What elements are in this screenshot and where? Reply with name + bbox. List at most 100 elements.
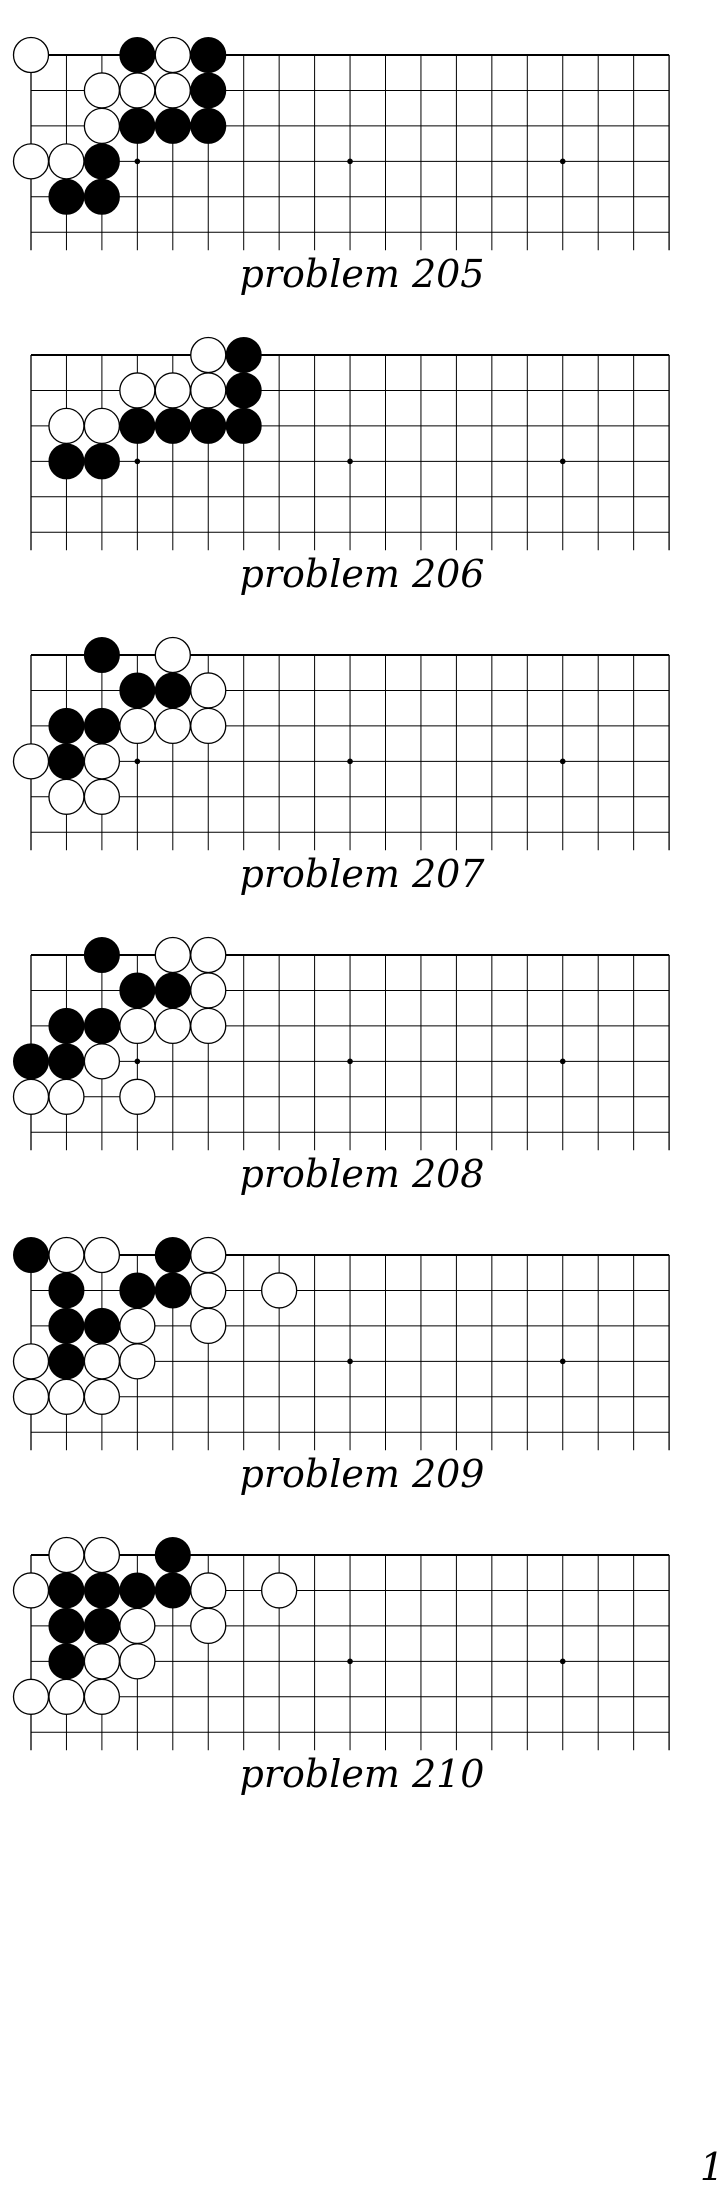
white-stone xyxy=(48,1378,85,1415)
white-stone xyxy=(119,707,156,745)
black-stone xyxy=(83,707,120,744)
white-stone xyxy=(83,1043,121,1080)
problem-block: problem 207 xyxy=(0,630,724,910)
white-stone xyxy=(83,407,121,445)
black-stone xyxy=(154,1572,191,1609)
white-stone xyxy=(260,1572,298,1609)
white-stone xyxy=(12,1572,50,1609)
black-stone xyxy=(190,72,227,109)
black-stone xyxy=(225,407,262,444)
white-stone xyxy=(83,1536,121,1574)
problem-block: problem 208 xyxy=(0,930,724,1210)
white-stone xyxy=(12,743,50,780)
problem-caption: problem 210 xyxy=(239,1752,485,1796)
black-stone xyxy=(48,1572,85,1609)
black-stone xyxy=(83,937,120,973)
problem-caption: problem 209 xyxy=(239,1452,485,1496)
white-stone xyxy=(12,143,50,180)
white-stone xyxy=(154,72,191,109)
white-stone xyxy=(190,1607,227,1645)
white-stone xyxy=(48,143,85,180)
white-stone xyxy=(119,1343,156,1380)
black-stone xyxy=(48,707,85,744)
star-point xyxy=(347,1058,353,1065)
black-stone xyxy=(83,1572,120,1609)
black-stone xyxy=(48,1607,85,1644)
problem-caption: problem 207 xyxy=(239,852,485,896)
white-stone xyxy=(48,778,85,815)
white-stone xyxy=(83,72,121,109)
white-stone xyxy=(83,743,121,780)
star-point xyxy=(347,458,353,465)
black-stone xyxy=(48,1643,85,1680)
black-stone xyxy=(154,1272,191,1309)
white-stone xyxy=(154,36,191,74)
white-stone xyxy=(190,707,227,745)
white-stone xyxy=(83,1378,121,1415)
black-stone xyxy=(48,178,85,215)
black-stone xyxy=(154,672,191,709)
problem-caption: problem 208 xyxy=(239,1152,485,1196)
black-stone xyxy=(119,1272,156,1309)
white-stone xyxy=(119,1078,156,1115)
star-point xyxy=(559,1658,566,1665)
white-stone xyxy=(154,636,191,674)
white-stone xyxy=(119,1607,156,1645)
go-board-diagram xyxy=(12,1236,670,1451)
black-stone xyxy=(83,443,120,480)
white-stone xyxy=(190,1236,227,1274)
white-stone xyxy=(48,1536,85,1574)
white-stone xyxy=(190,336,227,374)
black-stone xyxy=(154,1237,191,1273)
go-board-diagram xyxy=(12,36,670,251)
black-stone xyxy=(83,178,120,215)
white-stone xyxy=(48,407,85,445)
black-stone xyxy=(83,1007,120,1044)
black-stone xyxy=(48,1007,85,1044)
white-stone xyxy=(12,1078,50,1115)
black-stone xyxy=(83,637,120,673)
black-stone xyxy=(119,672,156,709)
white-stone xyxy=(12,36,50,74)
white-stone xyxy=(154,707,191,745)
white-stone xyxy=(83,107,121,145)
black-stone xyxy=(154,972,191,1009)
white-stone xyxy=(190,972,227,1009)
black-stone xyxy=(13,1043,49,1080)
black-stone xyxy=(119,407,156,444)
white-stone xyxy=(190,1307,227,1345)
white-stone xyxy=(119,1643,156,1680)
white-stone xyxy=(12,1343,50,1380)
problem-caption: problem 206 xyxy=(239,552,485,596)
white-stone xyxy=(119,372,156,409)
star-point xyxy=(134,1058,141,1065)
star-point xyxy=(559,1358,566,1365)
black-stone xyxy=(48,1307,85,1344)
white-stone xyxy=(154,936,191,974)
white-stone xyxy=(48,1236,85,1274)
white-stone xyxy=(83,778,121,815)
black-stone xyxy=(190,407,227,444)
black-stone xyxy=(190,37,227,73)
white-stone xyxy=(119,1307,156,1345)
white-stone xyxy=(190,1007,227,1045)
black-stone xyxy=(225,337,262,373)
star-point xyxy=(347,158,353,165)
black-stone xyxy=(225,372,262,409)
problem-block: problem 209 xyxy=(0,1230,724,1510)
black-stone xyxy=(13,1237,49,1273)
black-stone xyxy=(83,143,120,180)
white-stone xyxy=(48,1078,85,1115)
white-stone xyxy=(83,1643,121,1680)
white-stone xyxy=(12,1378,50,1415)
white-stone xyxy=(83,1236,121,1274)
star-point xyxy=(347,1658,353,1665)
star-point xyxy=(134,458,141,465)
white-stone xyxy=(48,1678,85,1715)
black-stone xyxy=(119,107,156,144)
star-point xyxy=(559,758,566,765)
white-stone xyxy=(154,1007,191,1045)
black-stone xyxy=(48,1272,85,1309)
black-stone xyxy=(154,107,191,144)
white-stone xyxy=(190,1572,227,1609)
